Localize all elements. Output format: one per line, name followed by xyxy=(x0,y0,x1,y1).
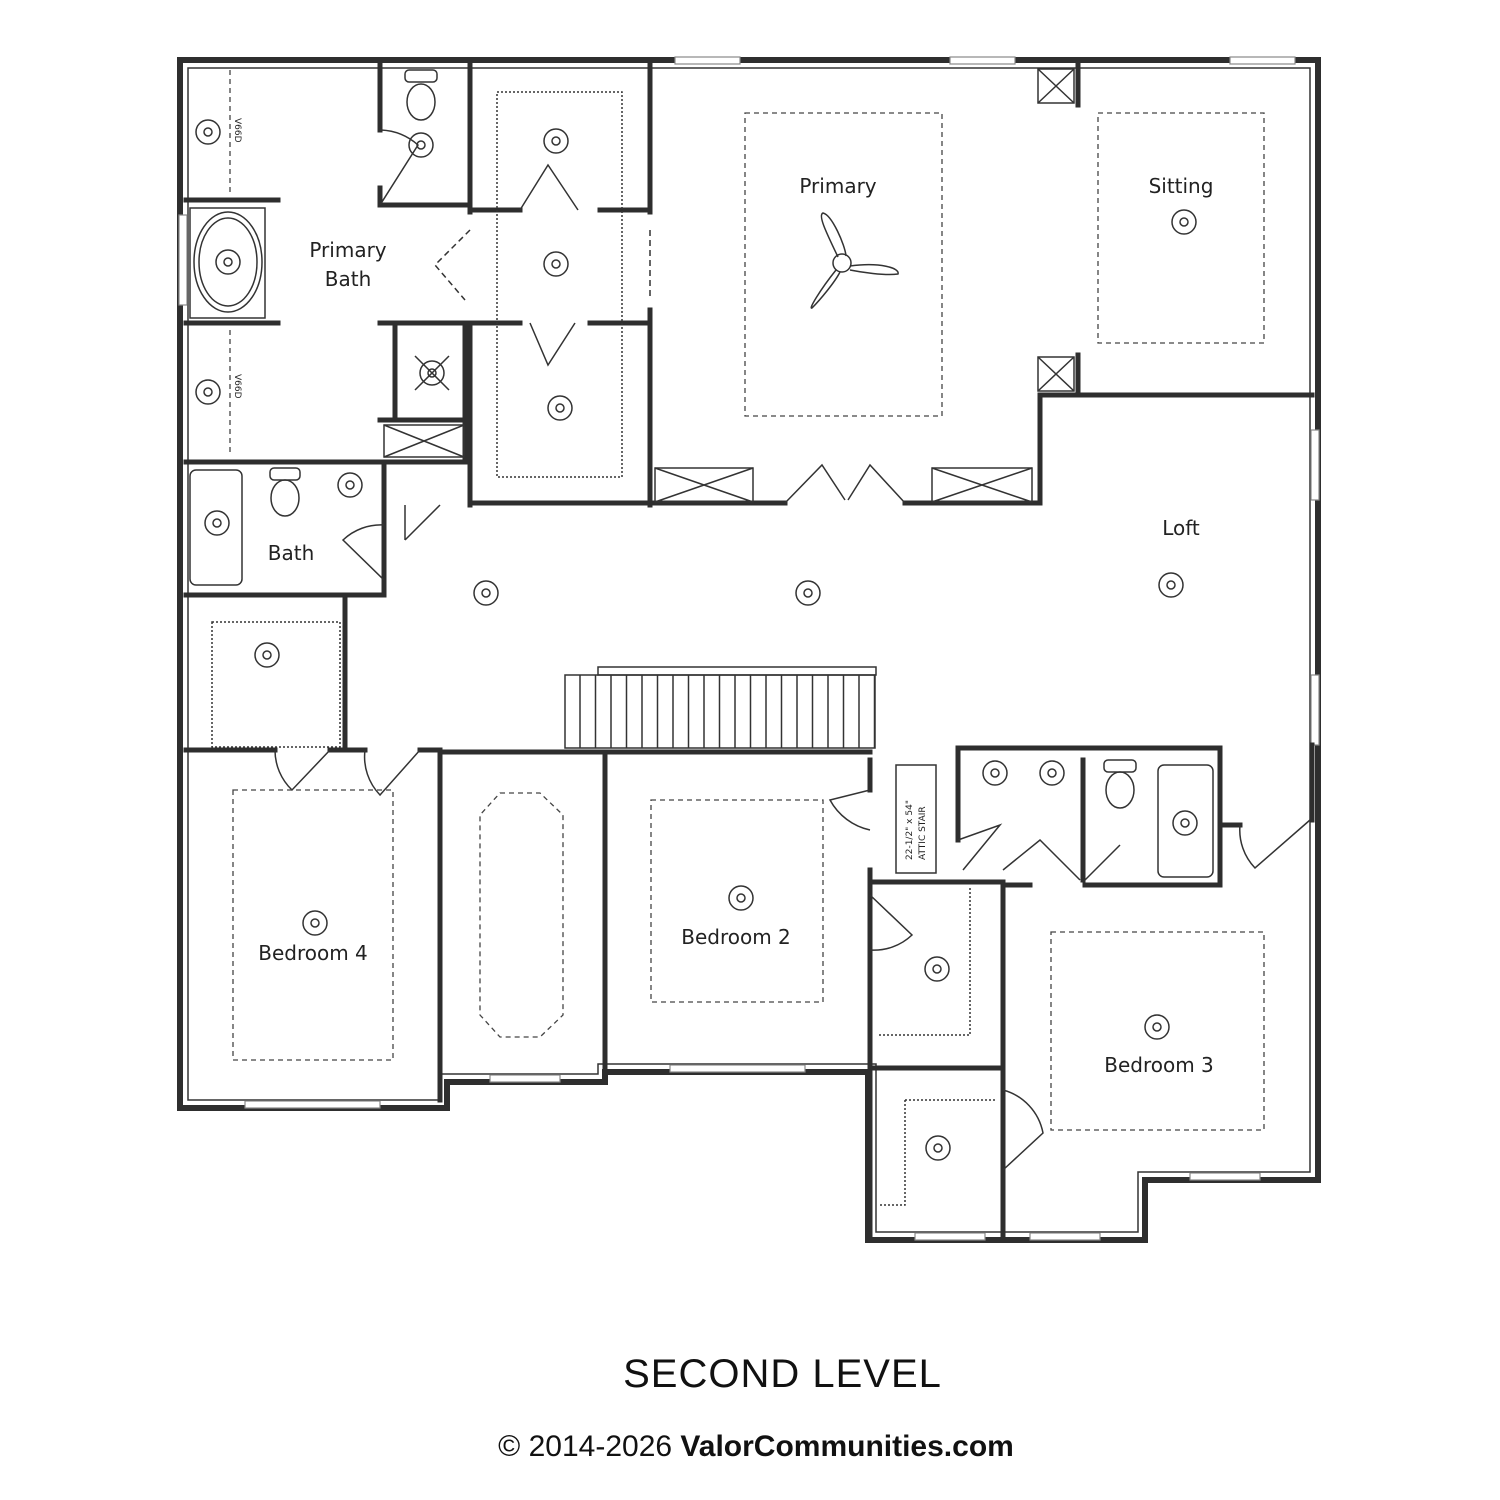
windows xyxy=(178,56,1320,1241)
room-label-loft: Loft xyxy=(1162,516,1200,540)
tray-ceilings xyxy=(211,70,1265,1206)
bathtub xyxy=(189,469,1214,878)
room-label-primary-bath: Primary xyxy=(309,238,386,262)
attic-stair: 22-1/2" x 54" ATTIC STAIR xyxy=(895,764,937,874)
shower xyxy=(414,355,450,391)
vanity-label: V66D xyxy=(232,118,242,143)
plan-title: SECOND LEVEL xyxy=(623,1352,942,1396)
linen-cabinet xyxy=(931,467,1033,503)
staircase xyxy=(564,666,877,749)
room-label-bedroom-2: Bedroom 2 xyxy=(681,925,791,949)
bathtub-oval xyxy=(189,207,266,319)
ceiling-fan xyxy=(810,212,899,309)
linen-cabinet xyxy=(654,467,754,503)
room-label-bath: Bath xyxy=(268,541,315,565)
doors xyxy=(274,129,1311,1171)
room-label-primary: Primary xyxy=(799,174,876,198)
room-label-primary-bath-2: Bath xyxy=(325,267,372,291)
toilets xyxy=(269,69,1137,809)
copyright-years: © 2014-2026 xyxy=(498,1430,673,1463)
column-box xyxy=(1037,68,1075,104)
room-label-bedroom-4: Bedroom 4 xyxy=(258,941,368,965)
vanity-label: V66D xyxy=(232,374,242,399)
website: ValorCommunities.com xyxy=(680,1430,1014,1463)
column-box xyxy=(1037,356,1075,392)
room-label-bedroom-3: Bedroom 3 xyxy=(1104,1053,1214,1077)
interior-walls xyxy=(183,59,1315,1243)
room-label-sitting: Sitting xyxy=(1149,174,1214,198)
copyright-line: © 2014-2026 ValorCommunities.com xyxy=(0,1430,1500,1464)
attic-stair-label: ATTIC STAIR xyxy=(918,806,928,860)
attic-size-label: 22-1/2" x 54" xyxy=(905,800,915,860)
